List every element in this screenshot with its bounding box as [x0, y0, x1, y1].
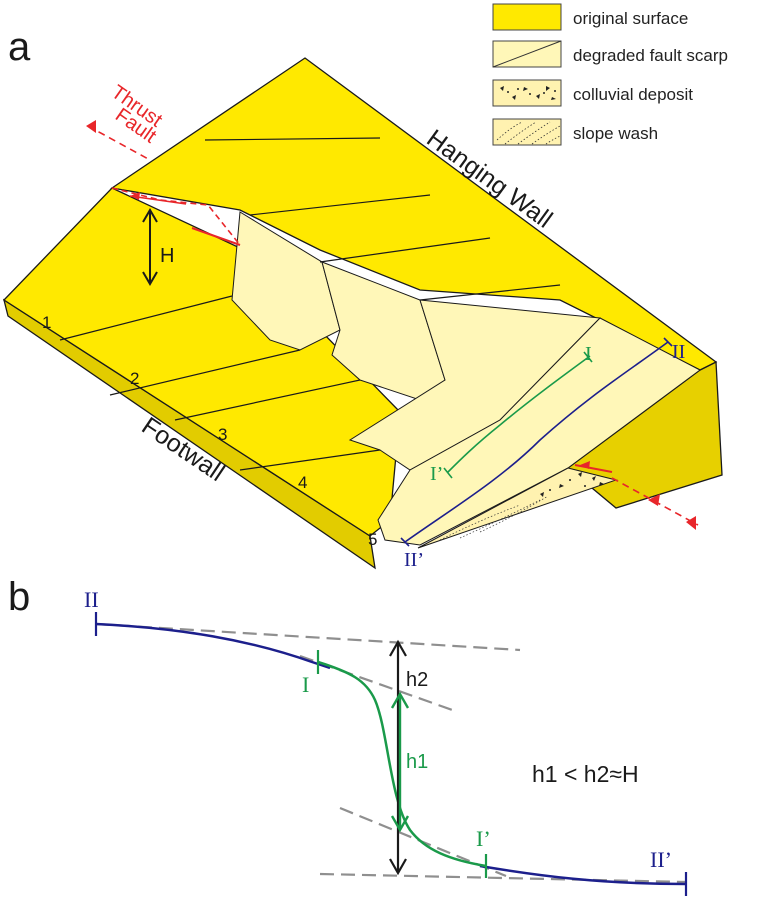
- original-surface-swatch: [492, 3, 562, 31]
- profile-i-line: [317, 660, 487, 868]
- segment-number-5: 5: [368, 530, 377, 549]
- profile-i-block: [443, 351, 593, 479]
- height-arrow: [142, 208, 158, 286]
- profile-ii-end-label-b: II’: [650, 847, 672, 872]
- profile-ii-start-label-a: II: [672, 341, 685, 363]
- profile-chart: II II’ I I’ h2 h1 h1 < h2≈H: [84, 587, 688, 896]
- scarp-swatch-line: [492, 40, 562, 68]
- profile-ii-start-label-b: II: [84, 587, 99, 612]
- profile-ii-block: [400, 337, 673, 547]
- segment-number-2: 2: [130, 369, 139, 388]
- panel-a-label: a: [8, 25, 31, 69]
- legend-label-original-surface: original surface: [573, 9, 688, 28]
- legend-item-slope-wash: slope wash: [492, 118, 658, 146]
- height-label: H: [160, 245, 174, 267]
- profile-ii-end-label-a: II’: [404, 549, 424, 571]
- slope-wash-swatch: [492, 118, 562, 146]
- block-diagram: [2, 57, 723, 570]
- segment-numbers: 1 2 3 4 5: [42, 313, 377, 549]
- profile-ii-line: [95, 622, 687, 886]
- segment-boundaries: [59, 137, 561, 471]
- segment-number-4: 4: [298, 473, 307, 492]
- panel-b-label: b: [8, 575, 30, 619]
- segment-number-1: 1: [42, 313, 51, 332]
- tangent-guides: [95, 622, 687, 884]
- colluvial-wedge-pattern: [540, 472, 604, 497]
- profile-i-start-label-a: I: [585, 343, 592, 365]
- h1-label: h1: [406, 751, 428, 773]
- h1-arrow: [390, 691, 410, 833]
- profile-i-end-label-a: I’: [430, 463, 443, 485]
- legend-label-colluvial-deposit: colluvial deposit: [573, 85, 693, 104]
- profile-i-end-label-b: I’: [476, 826, 491, 851]
- legend-item-colluvial-deposit: colluvial deposit: [492, 79, 693, 107]
- slope-wash-pattern: [439, 495, 549, 541]
- fault-trace-right: [611, 477, 699, 530]
- thrust-fault-block: [111, 187, 613, 473]
- legend-label-slope-wash: slope wash: [573, 124, 658, 143]
- legend-label-degraded-fault-scarp: degraded fault scarp: [573, 46, 728, 65]
- legend: original surface degraded fault scarp co…: [492, 3, 728, 146]
- scarp-segment-4: [377, 317, 701, 546]
- legend-item-original-surface: original surface: [492, 3, 688, 31]
- height-relation-label: h1 < h2≈H: [532, 761, 639, 787]
- hanging-wall-surface: [110, 57, 718, 371]
- colluvial-deposit-swatch: [492, 79, 562, 107]
- colluvial-wedge: [417, 467, 618, 549]
- h2-arrow: [389, 639, 407, 876]
- h2-label: h2: [406, 669, 428, 691]
- profile-i-start-label-b: I: [302, 672, 309, 697]
- legend-item-degraded-fault-scarp: degraded fault scarp: [492, 40, 728, 68]
- segment-number-3: 3: [218, 425, 227, 444]
- fault-trace-left: [86, 120, 151, 161]
